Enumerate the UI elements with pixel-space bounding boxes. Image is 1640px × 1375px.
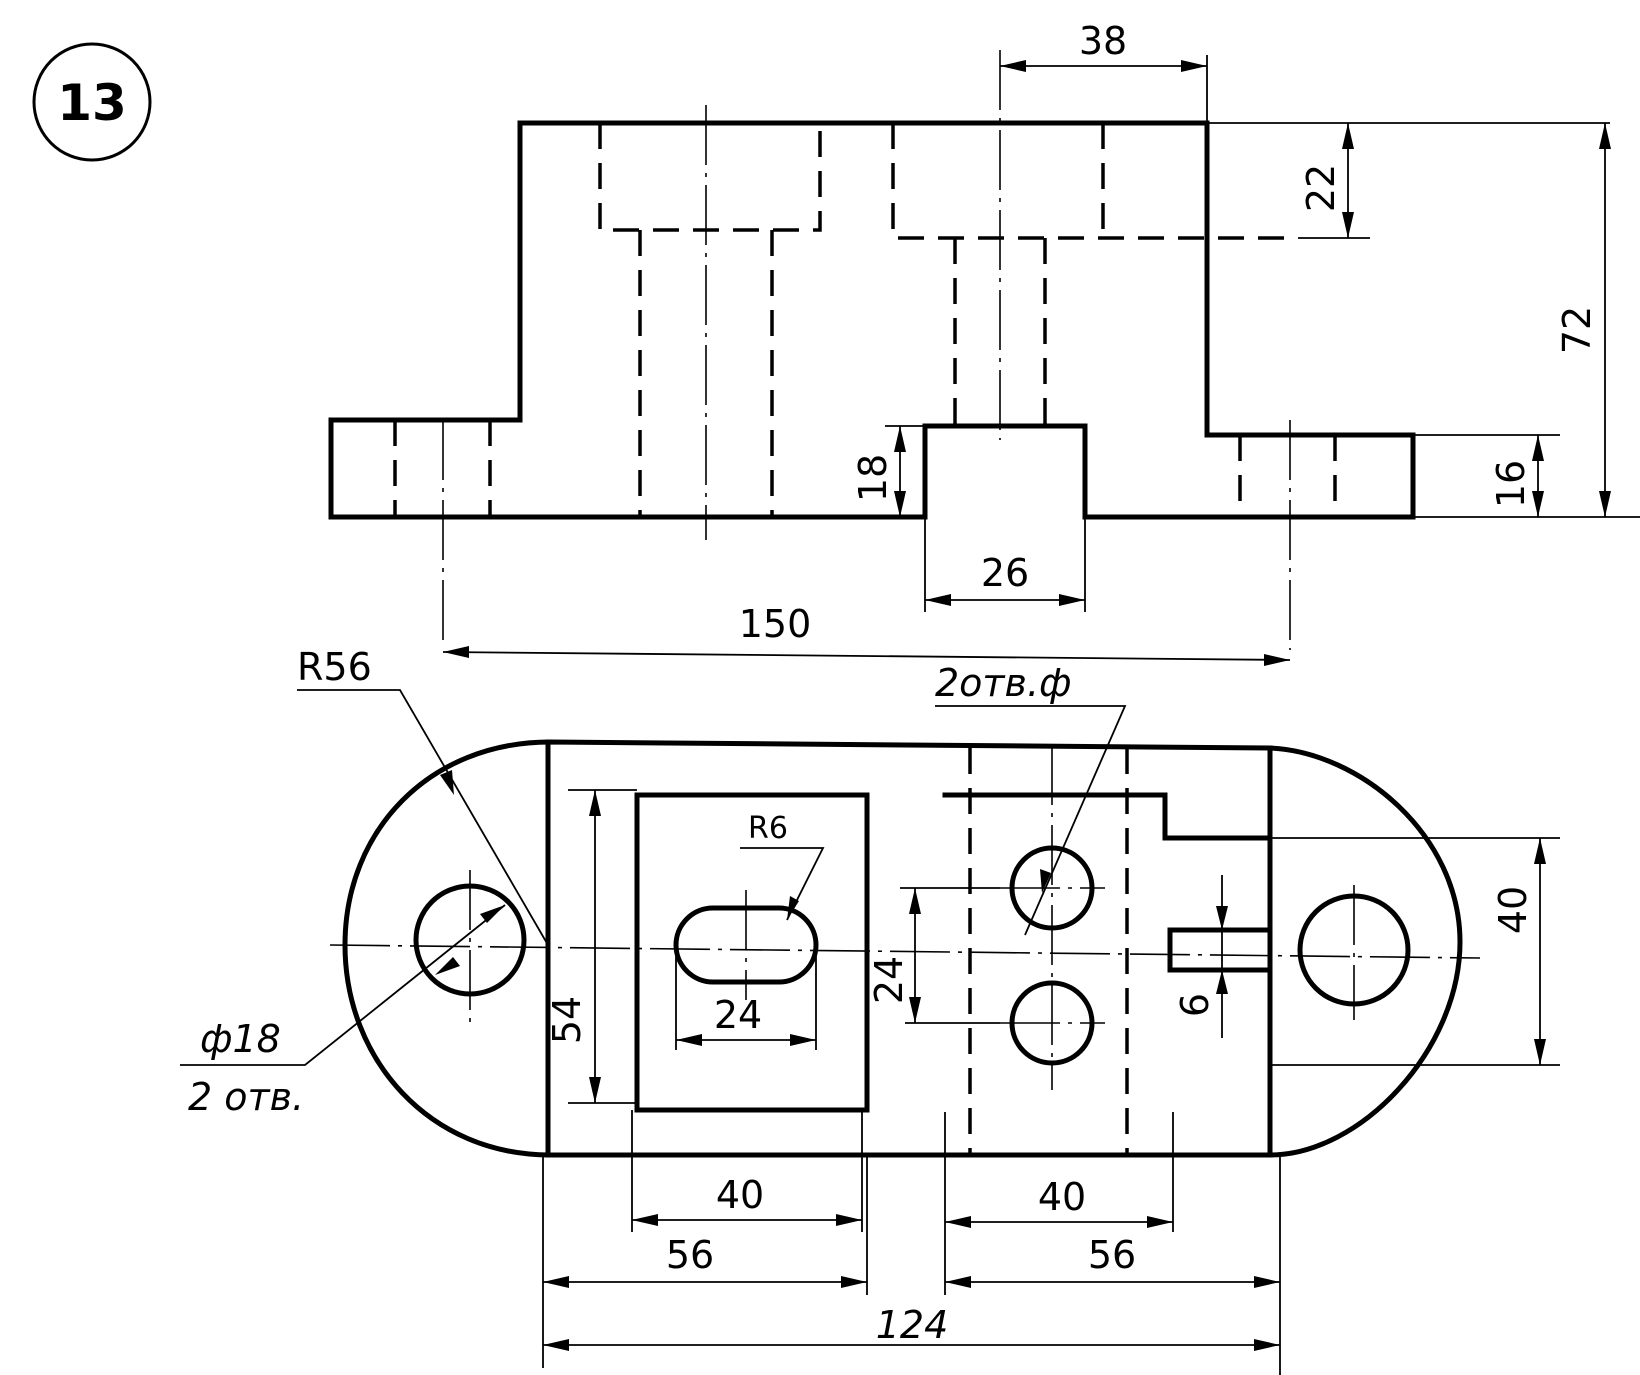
dim-label-72: 72 [1555, 306, 1599, 354]
problem-number-badge: 13 [32, 42, 152, 162]
problem-number: 13 [57, 74, 127, 132]
dim-label-40-left: 40 [716, 1173, 764, 1217]
top-center-lines [329, 745, 1481, 1090]
dim-top-center-spacing: 24 [867, 887, 1000, 1024]
dim-front-total-height: 72 [1413, 123, 1640, 518]
label-2-holes: 2 отв. [188, 1075, 304, 1119]
dim-label-38: 38 [1079, 19, 1127, 63]
dim-top-left-block-width: 56 [542, 1155, 868, 1300]
dim-label-124: 124 [876, 1303, 949, 1347]
dim-label-40-right: 40 [1038, 1175, 1086, 1219]
dim-top-right-pocket-width: 40 [944, 1112, 1174, 1232]
dim-top-overall-width: 124 [542, 1300, 1280, 1368]
label-2-holes-phi: 2отв.ф [935, 661, 1072, 705]
dim-front-hole-spacing: 150 [442, 602, 1291, 666]
dim-top-inner-height: 54 [545, 789, 637, 1104]
dim-label-56-right: 56 [1088, 1233, 1136, 1277]
dim-top-right-height: 40 [1270, 837, 1560, 1066]
dim-top-slot-length: 24 [675, 945, 817, 1050]
label-r56: R56 [297, 645, 372, 689]
dim-top-left-pocket-width: 40 [631, 1110, 863, 1232]
front-view: 38 22 72 18 16 [328, 19, 1640, 666]
top-view-hidden [968, 748, 1129, 1155]
dim-front-boss-height: 18 [851, 425, 925, 517]
key-slot [1167, 927, 1273, 973]
front-center-lines [442, 50, 1291, 650]
label-r6: R6 [748, 811, 788, 846]
top-view: R56 R6 2отв.ф ф18 2 отв. 54 [180, 645, 1560, 1375]
front-left-pocket-hidden [598, 123, 822, 517]
callout-outer-radius: R56 [297, 645, 549, 946]
front-flange-holes-hidden [393, 420, 1337, 517]
dim-label-16: 16 [1489, 460, 1533, 508]
dim-label-40-vertical: 40 [1491, 886, 1535, 934]
dim-front-boss-width: 26 [924, 517, 1086, 612]
dim-label-150: 150 [739, 602, 812, 646]
callout-pocket-holes: 2отв.ф [935, 661, 1127, 936]
dim-top-right-block-width: 56 [944, 1155, 1281, 1375]
top-view-block-edges [545, 739, 1273, 1158]
dim-label-18: 18 [851, 454, 895, 502]
dim-top-slot-width: 6 [1173, 875, 1228, 1038]
label-phi18: ф18 [200, 1017, 281, 1061]
top-view-outline [342, 739, 1463, 1158]
dim-label-24-slot: 24 [714, 993, 762, 1037]
left-pocket [634, 792, 870, 1113]
dim-label-22: 22 [1299, 164, 1343, 212]
front-right-pocket-hidden [891, 123, 1298, 426]
dim-front-pocket-depth: 22 [1207, 122, 1610, 239]
dim-label-24-holes: 24 [867, 956, 911, 1004]
dim-label-26: 26 [981, 551, 1029, 595]
dim-front-top-width: 38 [1000, 19, 1208, 123]
callout-slot-radius: R6 [740, 811, 825, 921]
dim-front-flange-height: 16 [1413, 434, 1560, 517]
dim-label-6: 6 [1173, 993, 1217, 1017]
dim-label-54: 54 [545, 996, 589, 1044]
right-pocket [942, 792, 1273, 841]
dim-label-56-left: 56 [666, 1233, 714, 1277]
callout-end-hole: ф18 2 отв. [180, 904, 506, 1119]
front-view-outline [328, 120, 1416, 520]
